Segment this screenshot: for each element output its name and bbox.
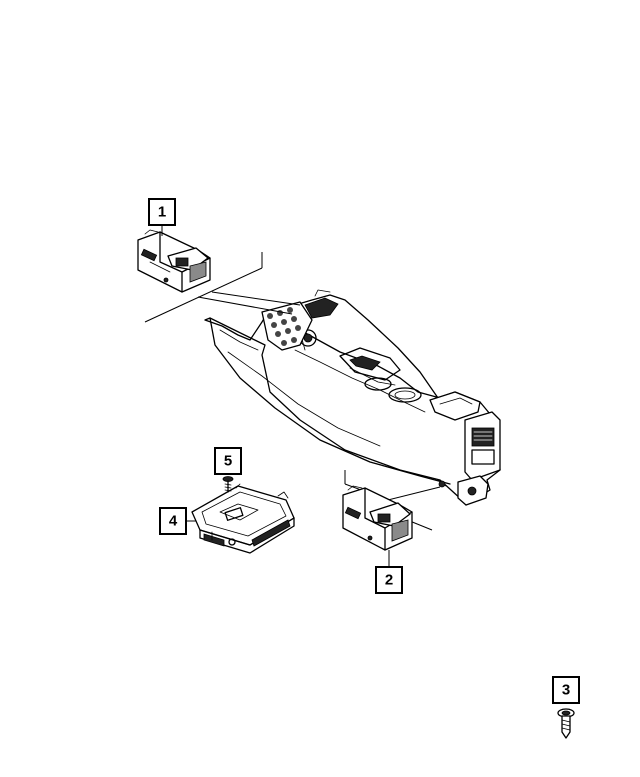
callout-5-label: 5 bbox=[224, 453, 232, 470]
part-2-switch-module bbox=[342, 485, 413, 551]
callout-1-label: 1 bbox=[158, 204, 166, 221]
callout-5: 5 bbox=[214, 447, 242, 475]
callout-3: 3 bbox=[552, 676, 580, 704]
part-4-control-module bbox=[191, 483, 295, 554]
center-console-assembly bbox=[204, 289, 501, 506]
pattern-dots bbox=[267, 307, 301, 346]
callout-4: 4 bbox=[159, 507, 196, 535]
part-3-screw bbox=[557, 708, 575, 739]
callout-2: 2 bbox=[375, 566, 403, 594]
callout-4-label: 4 bbox=[169, 513, 178, 530]
part-5-screw bbox=[222, 476, 234, 493]
callout-2-label: 2 bbox=[385, 572, 393, 589]
callout-3-label: 3 bbox=[562, 682, 570, 699]
part-1-switch-module bbox=[137, 229, 211, 293]
callout-1: 1 bbox=[148, 198, 176, 226]
